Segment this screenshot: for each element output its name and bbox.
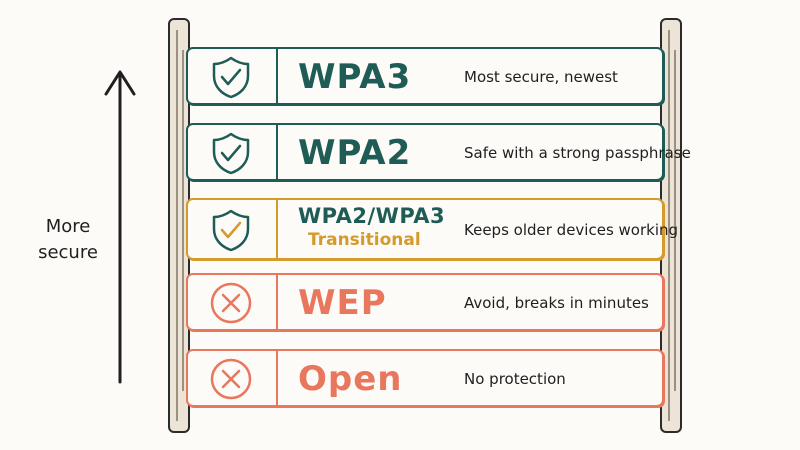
- rung-wep: WEP Avoid, breaks in minutes: [186, 273, 664, 331]
- rung-description: Most secure, newest: [464, 68, 618, 86]
- rung-name: Open: [298, 359, 403, 399]
- axis-label-line1: More: [45, 216, 91, 237]
- rung-description: No protection: [464, 370, 566, 388]
- rung-divider: [276, 351, 278, 405]
- axis-label: More secure: [22, 214, 114, 266]
- shield-check-icon: [212, 132, 250, 175]
- rung-wpa2-wpa3-transitional: WPA2/WPA3 Transitional Keeps older devic…: [186, 198, 678, 260]
- rung-divider: [276, 200, 278, 258]
- shield-check-icon: [212, 56, 250, 99]
- rung-open: Open No protection: [186, 349, 664, 407]
- shield-check-icon: [212, 209, 250, 252]
- up-arrow-icon: [104, 70, 136, 384]
- rung-name: WPA3: [298, 57, 412, 97]
- rung-wpa2: WPA2 Safe with a strong passphrase: [186, 123, 691, 181]
- axis-label-line2: secure: [38, 242, 98, 263]
- rung-name: WEP: [298, 283, 387, 323]
- rung-description: Safe with a strong passphrase: [464, 144, 691, 162]
- rung-wpa3: WPA3 Most secure, newest: [186, 47, 664, 105]
- rung-divider: [276, 125, 278, 179]
- x-circle-icon: [210, 358, 252, 400]
- rung-description: Keeps older devices working: [464, 221, 679, 239]
- rung-name: WPA2/WPA3: [298, 204, 446, 228]
- x-circle-icon: [210, 282, 252, 324]
- rung-subtitle: Transitional: [308, 230, 421, 250]
- rung-description: Avoid, breaks in minutes: [464, 294, 649, 312]
- rung-divider: [276, 275, 278, 329]
- rung-name: WPA2: [298, 133, 412, 173]
- rung-divider: [276, 49, 278, 103]
